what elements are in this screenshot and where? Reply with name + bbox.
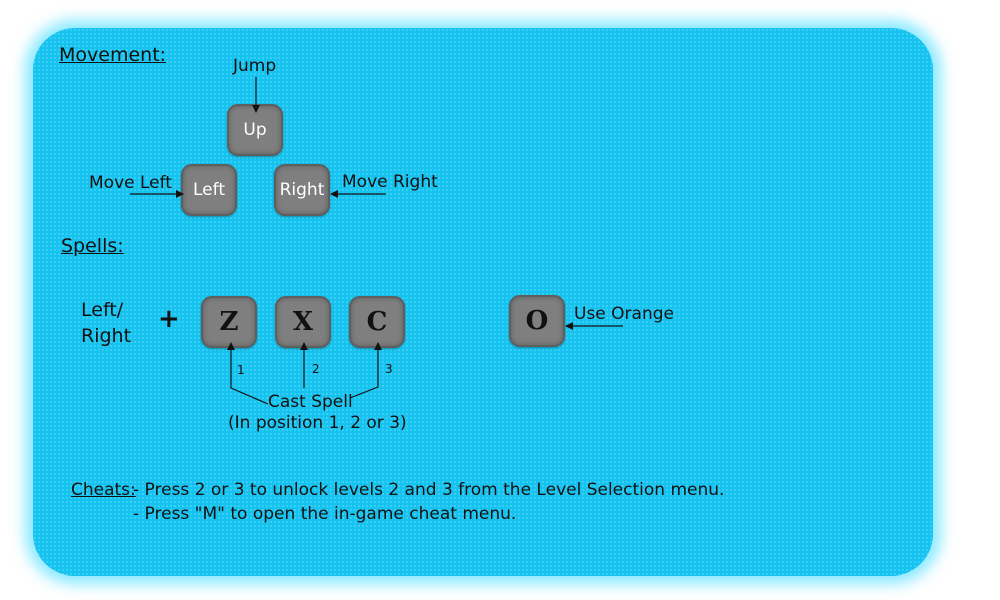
c-key: C — [349, 296, 405, 348]
c-key-label: C — [366, 307, 388, 337]
move-left-label: Move Left — [89, 173, 172, 193]
move-right-label: Move Right — [342, 172, 438, 192]
up-key: Up — [227, 104, 283, 156]
position-3-label: 3 — [385, 362, 393, 376]
controls-panel — [33, 28, 933, 576]
x-key-label: X — [292, 307, 314, 337]
modifier-line1: Left/ — [81, 299, 124, 321]
right-key-label: Right — [279, 180, 325, 200]
position-2-label: 2 — [312, 362, 320, 376]
up-key-label: Up — [243, 120, 267, 140]
position-1-label: 1 — [237, 363, 245, 377]
z-key: Z — [201, 296, 257, 348]
cast-spell-sublabel: (In position 1, 2 or 3) — [228, 413, 407, 433]
cheats-line2: - Press "M" to open the in-game cheat me… — [133, 504, 517, 524]
cast-spell-label: Cast Spell — [268, 392, 353, 412]
movement-heading: Movement: — [59, 44, 167, 66]
o-key: O — [509, 295, 565, 347]
o-key-label: O — [525, 306, 549, 336]
use-orange-label: Use Orange — [574, 304, 674, 324]
z-key-label: Z — [219, 307, 239, 337]
modifier-line2: Right — [81, 325, 132, 347]
right-key: Right — [274, 164, 330, 216]
jump-label: Jump — [233, 56, 277, 76]
plus-sign: + — [158, 304, 180, 334]
cheats-line1: - Press 2 or 3 to unlock levels 2 and 3 … — [133, 480, 725, 500]
left-key-label: Left — [193, 180, 225, 200]
left-key: Left — [181, 164, 237, 216]
cheats-heading: Cheats: — [71, 480, 136, 500]
spells-heading: Spells: — [61, 235, 124, 257]
x-key: X — [275, 296, 331, 348]
